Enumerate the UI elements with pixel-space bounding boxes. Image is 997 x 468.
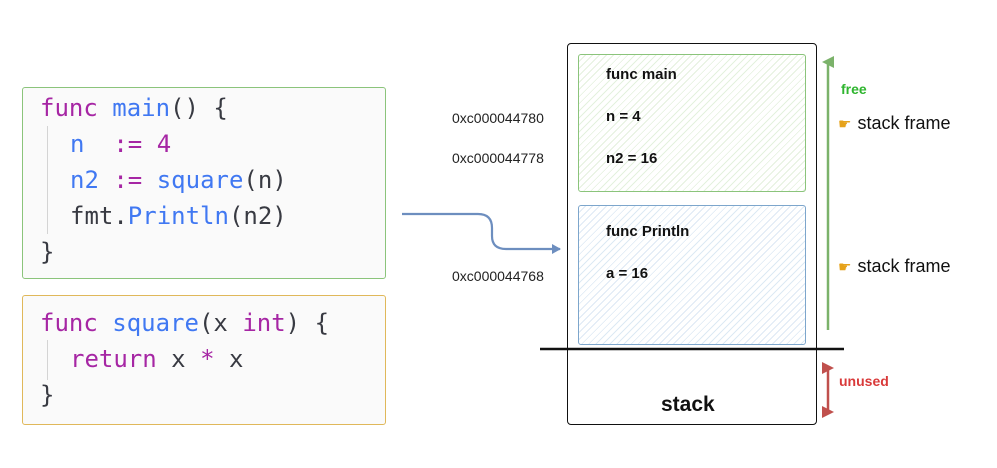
code-token: square [156,166,244,194]
pointing-hand-icon: ☛ [838,115,852,133]
stack-frame-annotation: ☛ stack frame [838,256,950,277]
code-block-square: func square(x int) { return x * x} [22,295,386,425]
code-token: (n2) [228,202,287,230]
code-token: := [113,166,143,194]
code-block-main: func main() { n := 4 n2 := square(n) fmt.Pr… [22,87,386,279]
code-token: square [112,309,199,337]
stack-container [567,43,817,425]
code-token: return [70,345,157,373]
address-label: 0xc000044768 [452,268,544,284]
pointing-hand-icon: ☛ [838,258,852,276]
code-line: } [40,380,54,410]
frame-println-var-a: a = 16 [606,265,649,282]
code-token: ) { [285,309,330,337]
stack-frame-text: stack frame [857,113,951,133]
code-token: () { [170,94,228,122]
code-line: n2 := square(n) [70,165,287,195]
frame-println-title: func Println [606,223,690,240]
call-arrow [402,212,561,254]
code-token: n2 [70,166,99,194]
code-token: * [200,345,215,373]
code-token: Println [127,202,229,230]
code-line: } [40,237,54,267]
address-label: 0xc000044778 [452,150,544,166]
code-line: return x * x [70,344,243,374]
code-token: } [40,381,55,409]
stack-frame-main [578,54,806,192]
stack-frame-annotation: ☛ stack frame [838,113,950,134]
stack-label: stack [661,393,715,416]
code-token: x [156,345,201,373]
code-token: x [214,345,244,373]
code-token: (n) [243,166,287,194]
code-token: main [112,94,171,122]
code-token: } [40,238,55,266]
frame-main-var-n2: n2 = 16 [606,150,658,167]
address-label: 0xc000044780 [452,110,544,126]
indent-guide [47,126,48,234]
code-line: n := 4 [70,129,171,159]
frame-main-title: func main [606,66,677,83]
code-token: (x [198,309,243,337]
stack-frame-text: stack frame [857,256,951,276]
code-token: 4 [156,130,172,158]
code-line: func main() { [40,93,228,123]
unused-label: unused [839,373,889,389]
frame-main-var-n: n = 4 [606,108,641,125]
code-line: func square(x int) { [40,308,329,338]
code-token: n [70,130,85,158]
code-token: := [113,130,143,158]
stack-frame-println [578,205,806,345]
indent-guide [47,340,48,380]
free-label: free [841,81,867,97]
code-token: func [40,94,113,122]
code-token: fmt. [70,202,128,230]
code-token: int [242,309,286,337]
code-token: func [40,309,113,337]
code-line: fmt.Println(n2) [70,201,287,231]
